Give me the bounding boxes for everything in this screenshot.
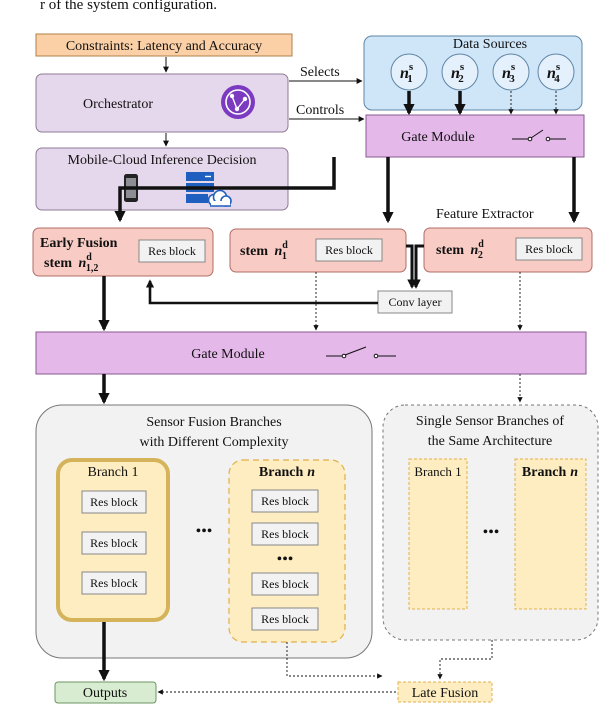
- res-block: Res block: [81, 490, 147, 514]
- gate-module-mid: Gate Module: [35, 331, 587, 375]
- single-branch-1-label: Branch 1: [414, 464, 461, 479]
- decision-box: Mobile-Cloud Inference Decision: [35, 147, 289, 211]
- fusion-branch-1: Branch 1 Res block Res block Res block: [56, 458, 170, 622]
- data-sources-title: Data Sources: [453, 37, 527, 52]
- decision-label: Mobile-Cloud Inference Decision: [68, 153, 257, 168]
- early-fusion-res-block: Res block: [138, 239, 206, 263]
- outputs-label: Outputs: [83, 686, 127, 701]
- fusion-title-line1: Sensor Fusion Branches: [146, 415, 281, 430]
- svg-text:Res block: Res block: [261, 577, 309, 591]
- conv-to-early-fusion-arrow: [145, 279, 378, 305]
- sensor-fusion-branches: Sensor Fusion Branches with Different Co…: [35, 404, 373, 659]
- svg-text:Res block: Res block: [148, 244, 196, 258]
- controls-label: Controls: [296, 103, 344, 118]
- gate-module-mid-label: Gate Module: [191, 347, 264, 362]
- late-fusion-label: Late Fusion: [412, 686, 479, 701]
- conv-layer-box: Conv layer: [377, 290, 453, 314]
- svg-text:Res block: Res block: [325, 243, 373, 257]
- fusion-branches-ellipsis: •••: [196, 523, 213, 540]
- branch-n-to-late-fusion-arrow: [286, 642, 383, 679]
- fusion-title-line2: with Different Complexity: [139, 435, 288, 450]
- res-block: Res block: [251, 489, 319, 513]
- single-branches-ellipsis: •••: [483, 524, 500, 541]
- gate-to-early-fusion-arrow: [114, 157, 336, 223]
- svg-text:Res block: Res block: [90, 576, 138, 590]
- svg-text:Res block: Res block: [525, 242, 573, 256]
- stem-2-res-block: Res block: [515, 237, 583, 261]
- late-fusion-box: Late Fusion: [397, 681, 493, 703]
- orchestrator-network-icon: [221, 85, 255, 119]
- svg-text:Res block: Res block: [261, 494, 309, 508]
- conv-layer-label: Conv layer: [389, 295, 442, 309]
- feature-extractor-label: Feature Extractor: [436, 207, 534, 222]
- outputs-box: Outputs: [54, 681, 157, 704]
- constraints-box: Constraints: Latency and Accuracy: [35, 33, 293, 57]
- res-block: Res block: [81, 571, 147, 595]
- single-to-late-fusion-arrow: [437, 640, 493, 680]
- stem2-to-conv-arrow: [411, 244, 424, 289]
- constraints-label: Constraints: Latency and Accuracy: [66, 39, 262, 54]
- res-block: Res block: [81, 531, 147, 555]
- svg-text:Res block: Res block: [261, 527, 309, 541]
- orchestrator-label: Orchestrator: [83, 97, 153, 112]
- svg-text:Res block: Res block: [90, 536, 138, 550]
- res-block: Res block: [251, 607, 319, 631]
- orchestrator-box: Orchestrator: [35, 73, 289, 133]
- single-title-line2: the Same Architecture: [428, 434, 552, 449]
- gate-module-top-label: Gate Module: [401, 130, 474, 145]
- res-block: Res block: [251, 572, 319, 596]
- fusion-branch-1-label: Branch 1: [88, 465, 139, 480]
- switch-icon: [326, 346, 396, 359]
- res-block: Res block: [251, 522, 319, 546]
- single-title-line1: Single Sensor Branches of: [416, 414, 564, 429]
- gate-module-top: Gate Module: [365, 114, 585, 158]
- stem-1-res-block: Res block: [315, 238, 383, 262]
- header-text-fragment: r of the system configuration.: [40, 0, 217, 13]
- single-sensor-branches: Single Sensor Branches of the Same Archi…: [382, 404, 599, 641]
- early-fusion-title: Early Fusion: [40, 236, 118, 251]
- svg-text:Res block: Res block: [261, 612, 309, 626]
- branch-n-inner-ellipsis: •••: [277, 551, 294, 568]
- switch-icon: [512, 129, 566, 142]
- svg-text:Res block: Res block: [90, 495, 138, 509]
- single-branch-1: Branch 1: [408, 458, 468, 610]
- selects-label: Selects: [300, 65, 340, 80]
- stem1-to-conv-arrow: [406, 244, 417, 289]
